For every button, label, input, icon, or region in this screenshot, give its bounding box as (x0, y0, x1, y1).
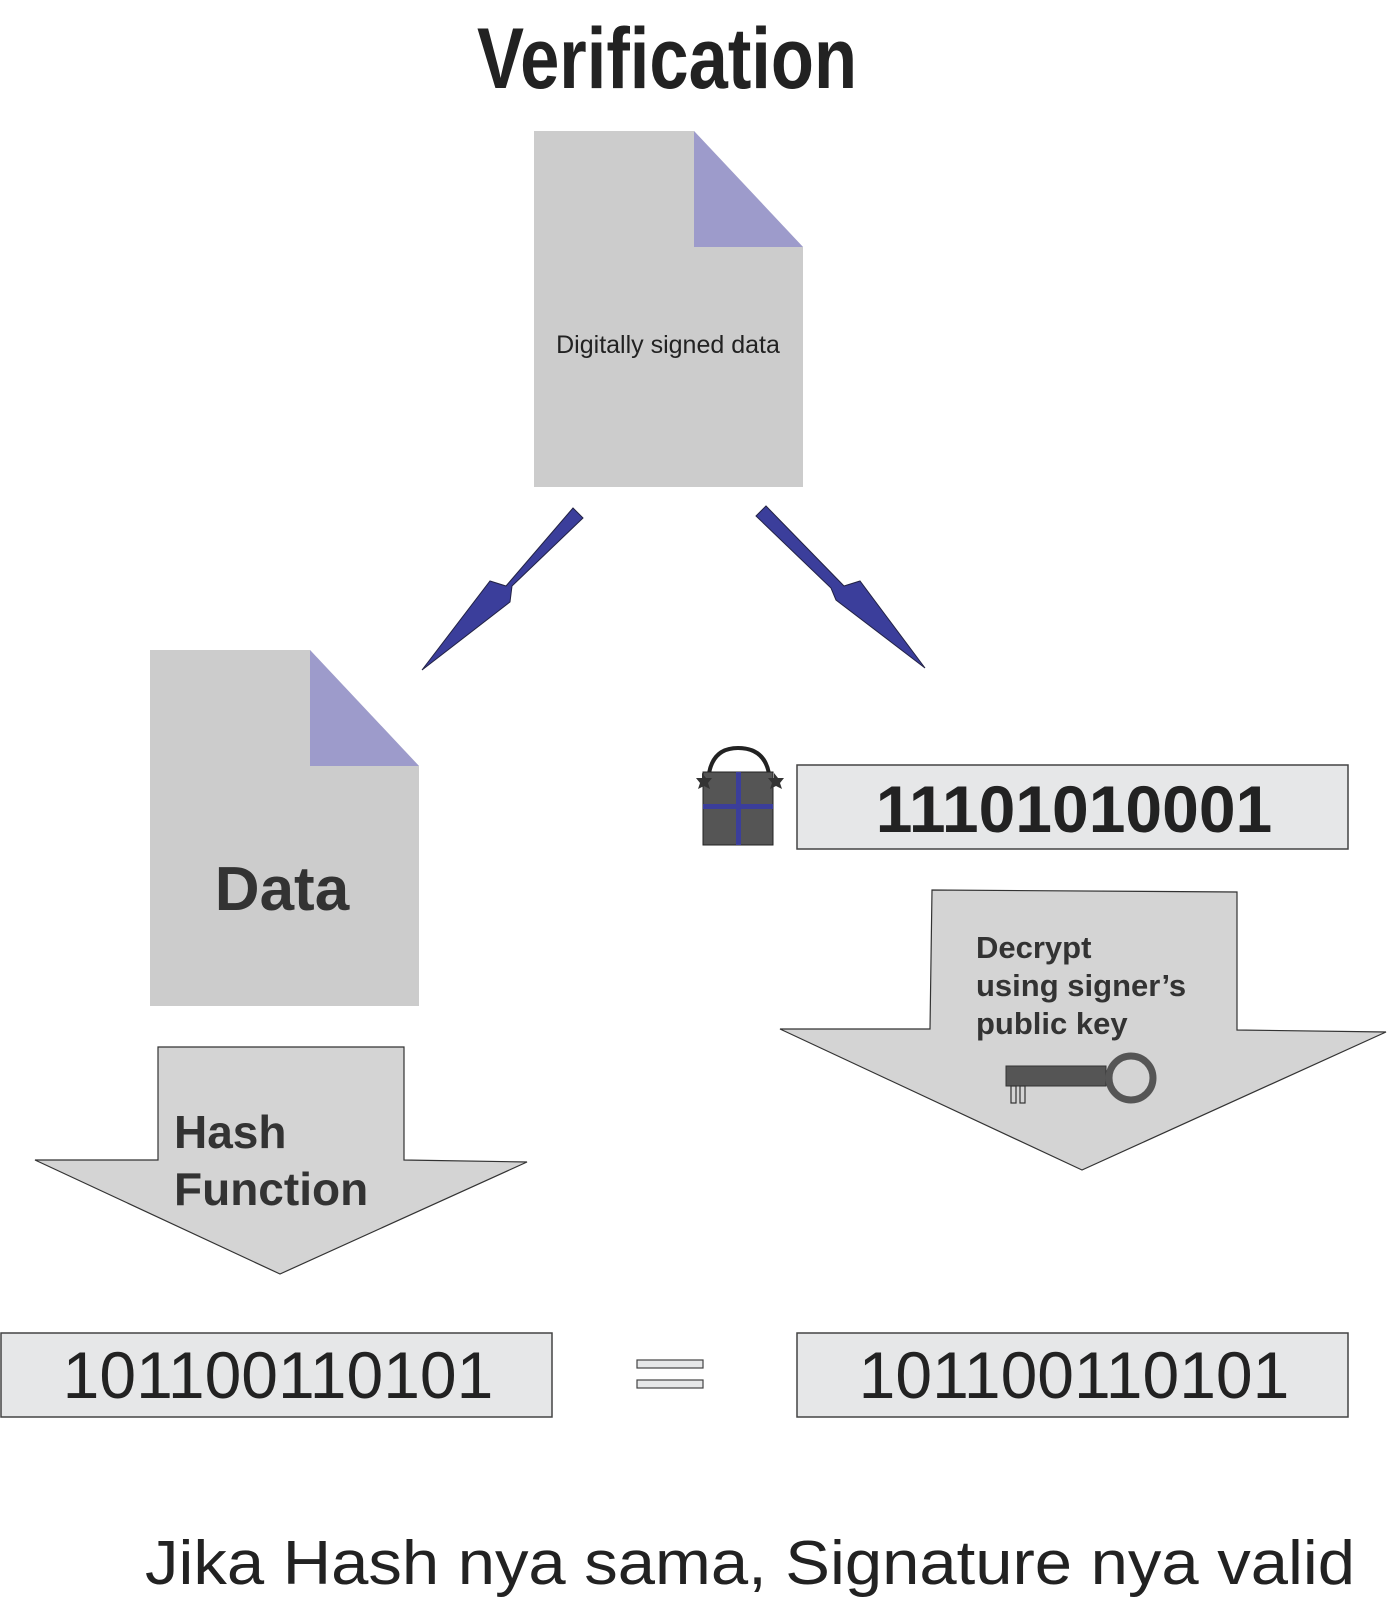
lock-icon (696, 745, 784, 846)
hash-result-right-value: 101100110101 (859, 1338, 1290, 1412)
hash-result-right-box (796, 1332, 1349, 1418)
hash-function-label-line1: Hash (174, 1106, 286, 1158)
equals-icon (636, 1359, 704, 1389)
decrypt-label-line1: Decrypt (976, 930, 1091, 965)
hash-result-left-box (0, 1332, 553, 1418)
split-arrow-right-icon (755, 505, 926, 669)
hash-result-left-value: 101100110101 (63, 1338, 494, 1412)
split-arrow-left-icon (421, 507, 584, 671)
key-icon (1005, 1052, 1157, 1104)
diagram-title: Verification (477, 10, 857, 106)
encrypted-signature-box (796, 764, 1349, 850)
hash-function-label-line2: Function (174, 1163, 368, 1215)
decrypt-arrow-icon (779, 889, 1387, 1171)
decrypt-label-line3: public key (976, 1006, 1128, 1041)
data-document-icon (150, 650, 419, 1006)
decrypt-label-line2: using signer’s (976, 968, 1186, 1003)
hash-function-arrow-icon (34, 1046, 528, 1275)
conclusion-text: Jika Hash nya sama, Signature nya valid (145, 1529, 1355, 1598)
signed-document-icon (534, 131, 803, 487)
signed-document-label: Digitally signed data (556, 331, 780, 359)
encrypted-signature-value: 11101010001 (876, 772, 1272, 846)
data-document-label: Data (215, 855, 350, 924)
